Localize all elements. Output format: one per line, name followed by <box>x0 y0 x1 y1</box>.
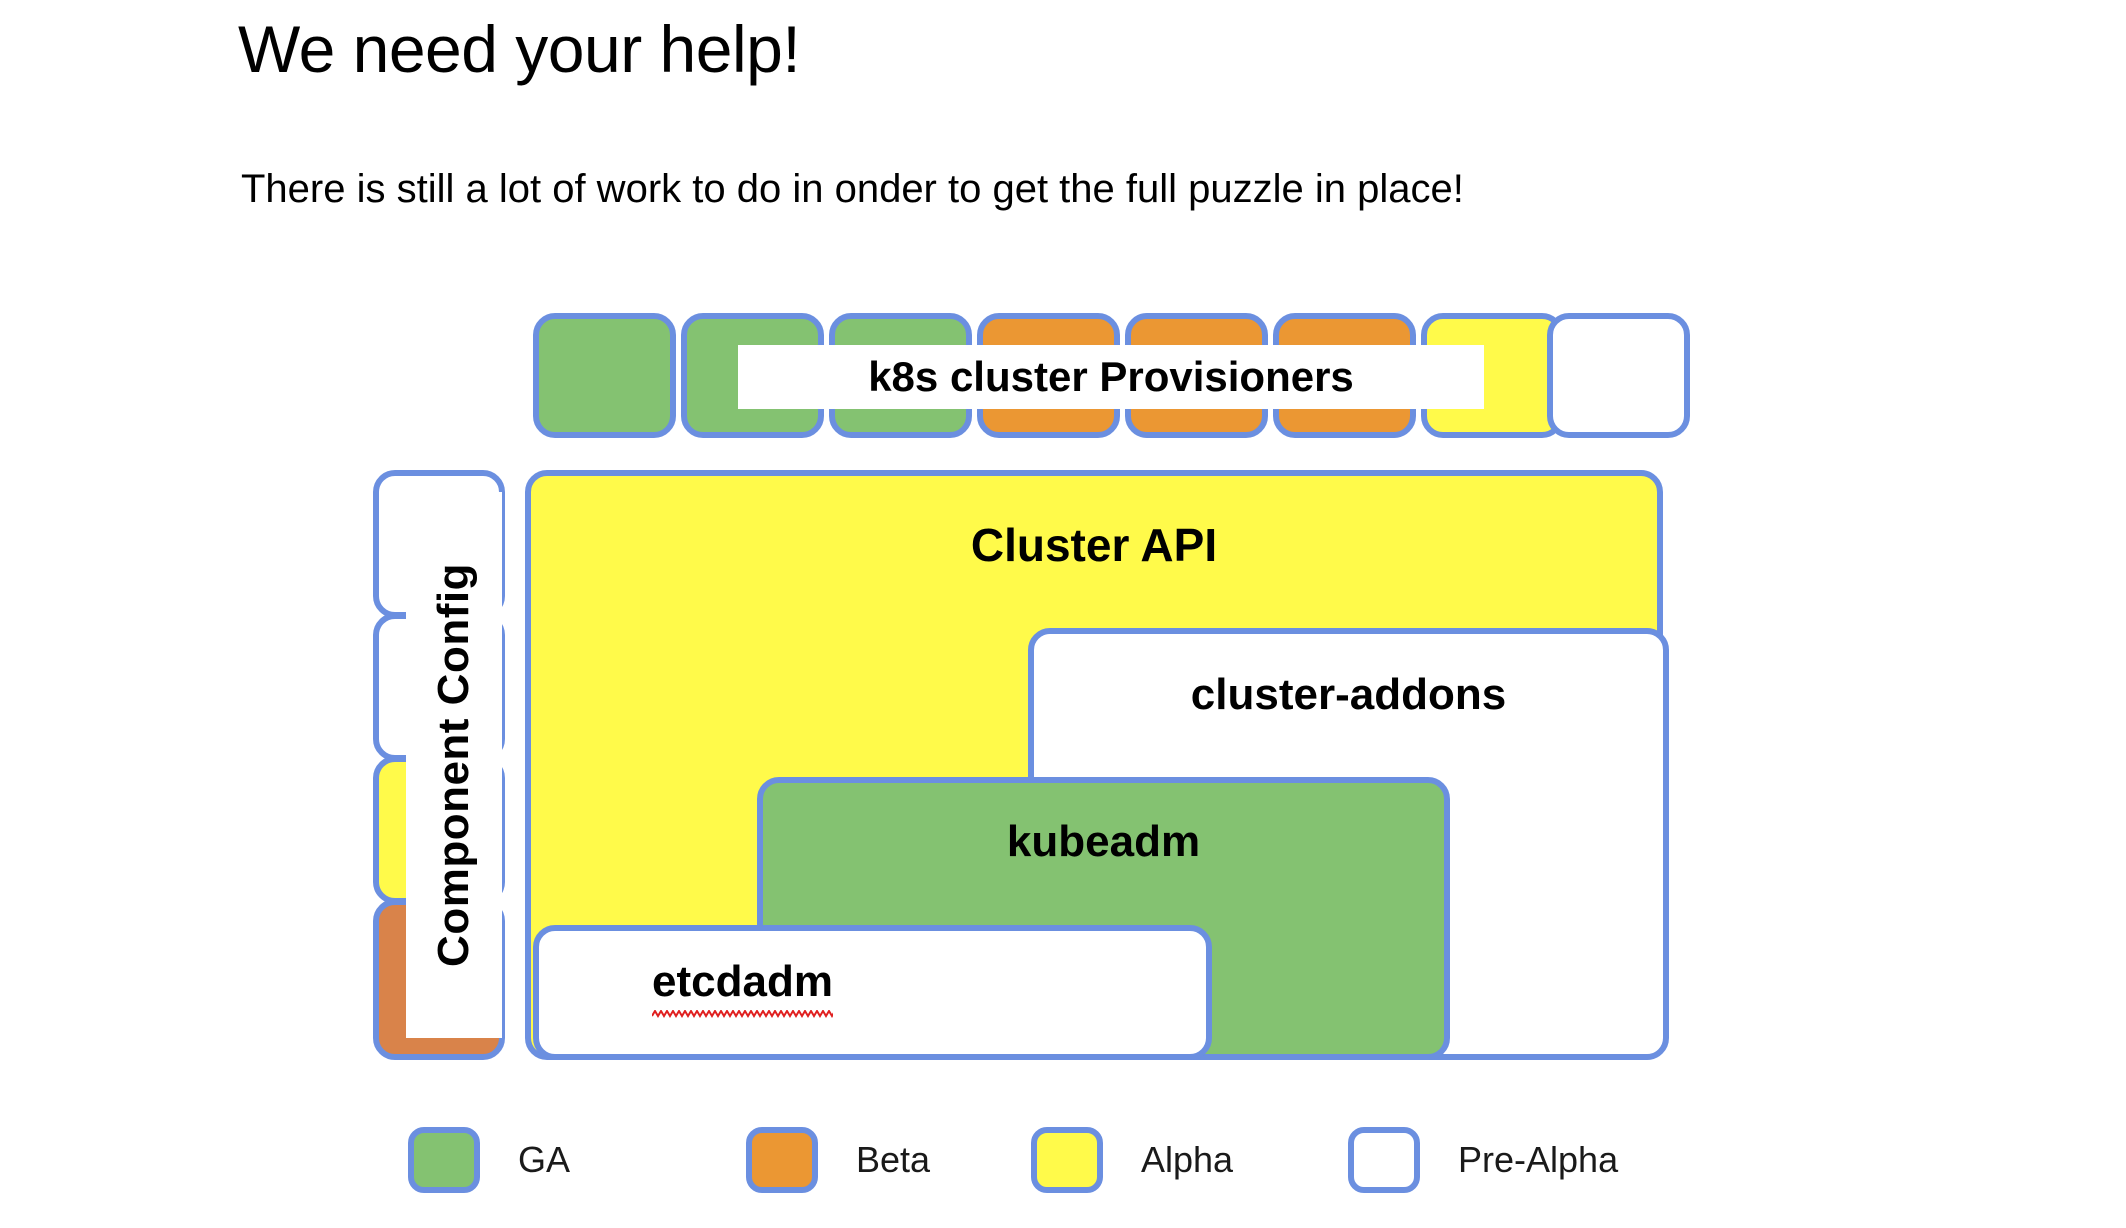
provisioner-row-label: k8s cluster Provisioners <box>738 345 1484 409</box>
legend-label-beta: Beta <box>856 1139 931 1180</box>
provisioner-cell-8 <box>1547 313 1690 438</box>
legend-swatch-beta <box>746 1127 818 1193</box>
legend-swatch-ga <box>408 1127 480 1193</box>
block-etcdadm-label: etcdadm <box>652 957 833 1018</box>
legend-label-ga: GA <box>518 1139 571 1180</box>
page-subtitle: There is still a lot of work to do in on… <box>241 167 1464 211</box>
block-etcdadm-label-wrap: etcdadm <box>409 957 1076 1018</box>
block-etcdadm: etcdadm <box>533 925 1212 1060</box>
block-cluster-api-label: Cluster API <box>970 519 1218 571</box>
legend-label-alpha: Alpha <box>1141 1139 1234 1180</box>
provisioner-cell-1 <box>533 313 676 438</box>
legend-label-pre-alpha: Pre-Alpha <box>1458 1139 1619 1180</box>
block-etcdadm-label-text: etcdadm <box>652 957 833 1006</box>
block-cluster-addons-label: cluster-addons <box>1190 670 1507 719</box>
legend-item-ga: GA <box>408 1127 570 1193</box>
legend-item-pre-alpha: Pre-Alpha <box>1348 1127 1618 1193</box>
component-config-label: Component Config <box>406 492 502 1038</box>
page-title: We need your help! <box>238 12 801 86</box>
legend-item-alpha: Alpha <box>1031 1127 1233 1193</box>
legend: GA Beta Alpha Pre-Alpha <box>408 1127 1708 1199</box>
component-config-label-text: Component Config <box>429 563 479 967</box>
spellcheck-squiggle-icon <box>652 1010 833 1018</box>
legend-swatch-pre-alpha <box>1348 1127 1420 1193</box>
legend-item-beta: Beta <box>746 1127 930 1193</box>
legend-swatch-alpha <box>1031 1127 1103 1193</box>
block-kubeadm-label: kubeadm <box>1006 817 1201 866</box>
